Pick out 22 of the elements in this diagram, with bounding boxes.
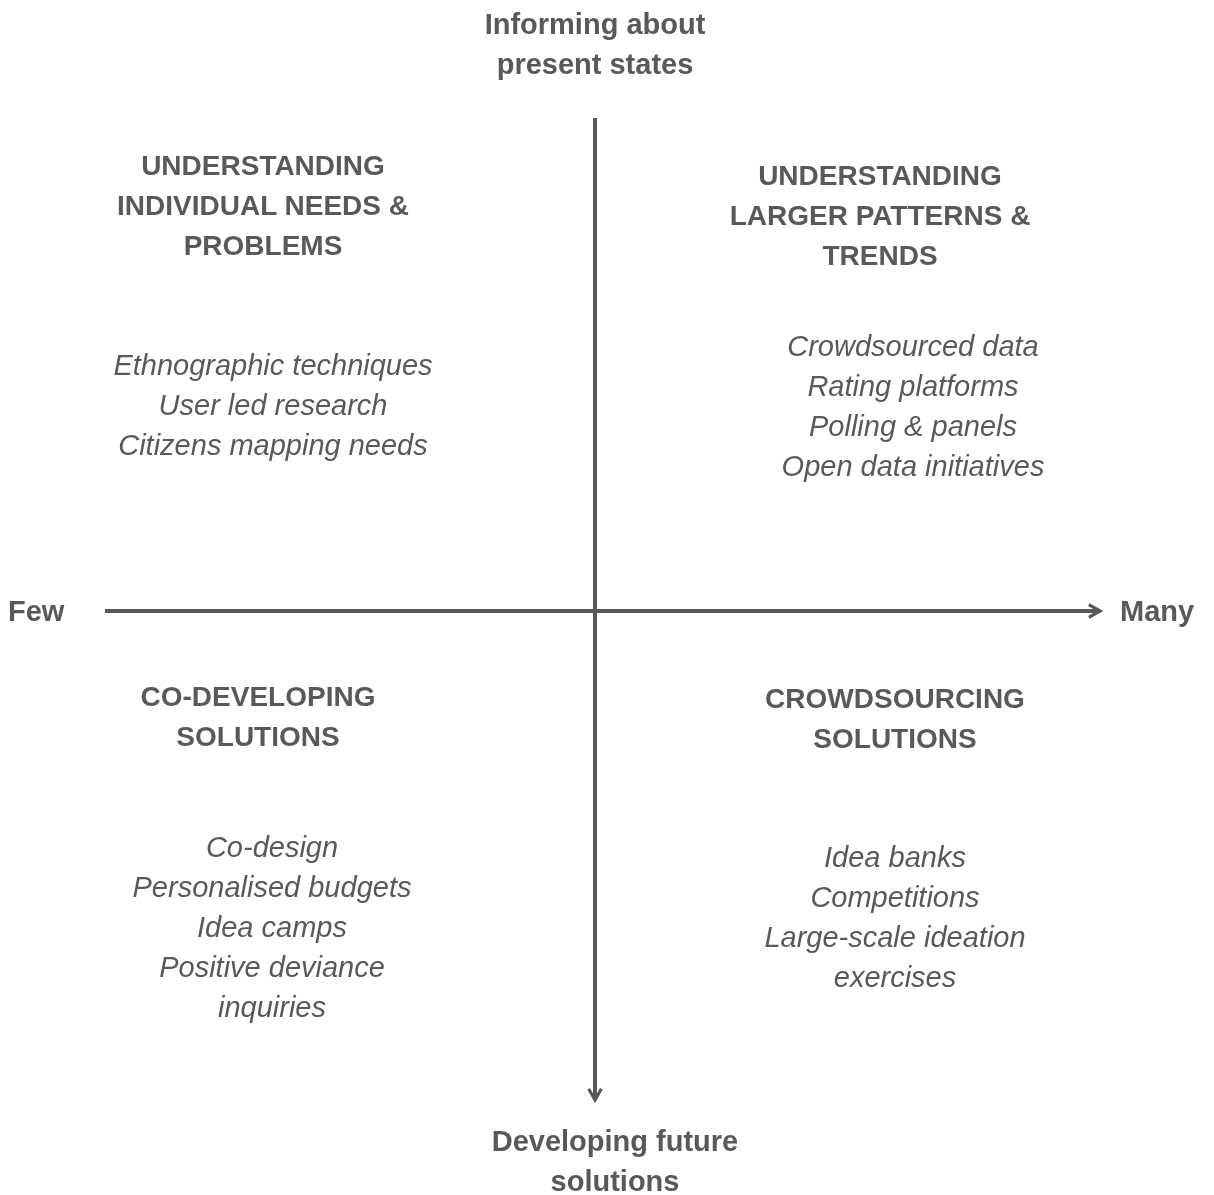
method-item: Ethnographic techniques <box>112 348 434 383</box>
method-item: Idea banks <box>823 840 967 875</box>
method-item: Polling & panels <box>808 409 1018 444</box>
method-item: Idea camps <box>196 910 348 945</box>
axis-label: Developing future solutions <box>490 1124 740 1195</box>
method-item: Citizens mapping needs <box>117 428 429 463</box>
method-item: Co-design <box>204 830 340 865</box>
method-item: Crowdsourced data <box>786 329 1040 364</box>
method-item: User led research <box>157 388 389 423</box>
quadrant-heading: CO-DEVELOPING SOLUTIONS <box>139 680 377 754</box>
method-item: Rating platforms <box>806 369 1020 404</box>
quadrant-heading: UNDERSTANDING LARGER PATTERNS & TRENDS <box>728 159 1032 273</box>
method-item: Large-scale ideation exercises <box>763 920 1027 995</box>
axis-label: Informing about present states <box>483 7 707 82</box>
axis-label: Few <box>8 594 65 629</box>
method-item: Open data initiatives <box>780 449 1046 484</box>
quadrant-heading: UNDERSTANDING INDIVIDUAL NEEDS & PROBLEMS <box>116 149 410 263</box>
quadrant-heading: CROWDSOURCING SOLUTIONS <box>764 682 1026 756</box>
axis-label: Many <box>1120 594 1195 629</box>
method-item: Competitions <box>809 880 981 915</box>
method-item: Personalised budgets <box>131 870 413 905</box>
method-item: Positive deviance inquiries <box>158 950 386 1025</box>
